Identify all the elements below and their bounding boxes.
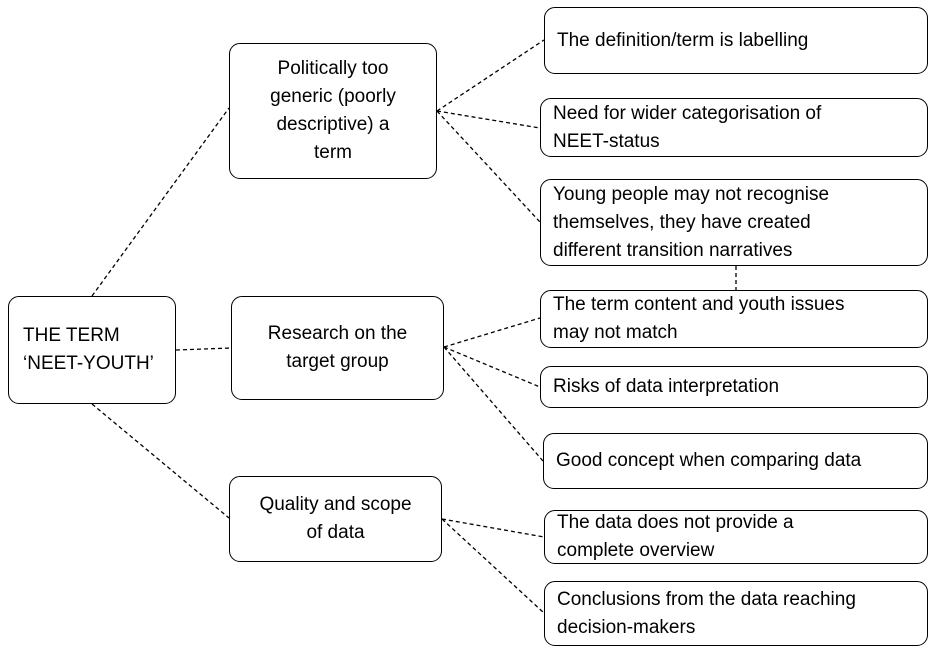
item-comparing-data: Good concept when comparing data [543,433,928,489]
item-label: Young people may not recognise themselve… [553,183,830,261]
category-label: Research on the target group [267,323,408,372]
connector-quality-to-overview [441,518,545,538]
item-label: The data does not provide a complete ove… [557,512,794,561]
category-quality-scope-data: Quality and scope of data [229,476,442,562]
item-wider-categorisation: Need for wider categorisation of NEET-st… [540,98,928,157]
root-node: THE TERM ‘NEET-YOUTH’ [8,296,176,404]
item-label: The term content and youth issues may no… [553,294,845,343]
connector-research-to-comparing [443,346,544,462]
connector-root-to-politically [91,107,230,297]
connector-research-to-risks [443,346,541,388]
item-conclusions-decision-makers: Conclusions from the data reaching decis… [544,581,928,646]
connector-politically-to-categorisation [436,110,541,129]
item-term-content-mismatch: The term content and youth issues may no… [540,290,928,348]
category-politically-generic: Politically too generic (poorly descript… [229,43,437,179]
connector-research-to-term-content [443,317,541,348]
item-may-not-recognise: Young people may not recognise themselve… [540,179,928,266]
category-research-target-group: Research on the target group [231,296,444,400]
item-label: Conclusions from the data reaching decis… [557,588,856,638]
category-label: Politically too generic (poorly descript… [270,58,396,163]
connector-quality-to-conclusions [441,518,545,614]
category-label: Quality and scope of data [259,494,412,543]
connector-root-to-research [175,347,232,351]
root-label: THE TERM ‘NEET-YOUTH’ [23,325,154,374]
connector-politically-to-recognise [436,110,541,223]
item-label: Need for wider categorisation of NEET-st… [553,102,822,152]
connector-root-to-quality [91,403,230,519]
item-incomplete-overview: The data does not provide a complete ove… [544,510,928,564]
item-definition-labelling: The definition/term is labelling [544,7,928,74]
item-label: The definition/term is labelling [557,29,809,51]
item-risks-interpretation: Risks of data interpretation [540,366,928,408]
item-label: Risks of data interpretation [553,376,780,397]
connector-politically-to-labelling [436,39,545,112]
item-label: Good concept when comparing data [556,450,862,471]
